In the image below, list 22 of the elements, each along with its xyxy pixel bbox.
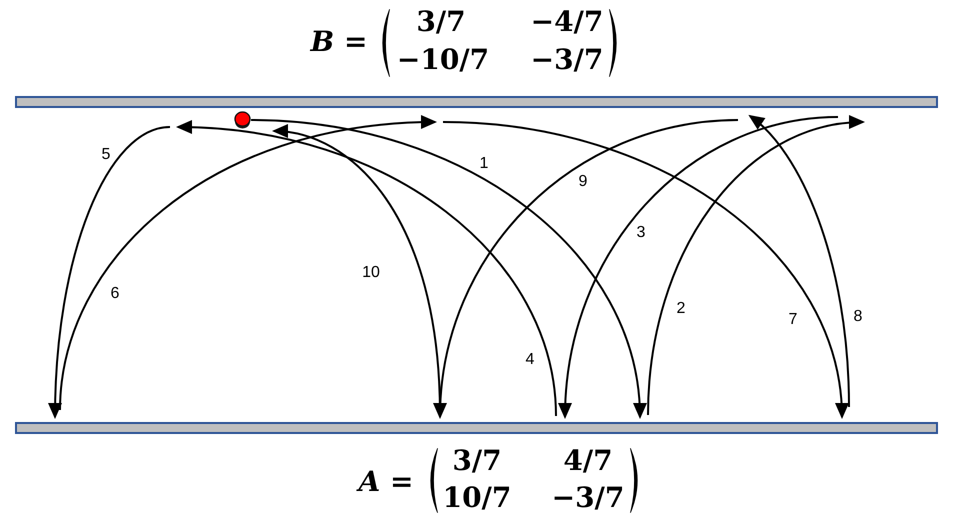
curved-arrow: [647, 116, 865, 416]
matrix-entry: −4/7: [530, 8, 604, 36]
dot-marker: [234, 111, 251, 129]
curved-arrow: [48, 126, 170, 419]
matrix-symbol: A =: [358, 468, 414, 496]
matrix-entry: −3/7: [552, 484, 624, 512]
curved-arrow: [176, 120, 557, 416]
matrix-entry: 3/7: [416, 8, 466, 36]
horizontal-bar: [15, 422, 938, 434]
curved-arrow: [434, 119, 738, 419]
matrix-symbol: B =: [310, 28, 368, 56]
curved-arrow: [442, 121, 848, 419]
matrix-entry: 4/7: [563, 447, 613, 475]
matrix-entry: −10/7: [396, 46, 490, 74]
curved-arrow: [250, 119, 646, 419]
curved-arrow: [558, 116, 838, 419]
curved-arrow: [748, 114, 850, 408]
matrix-entry: 10/7: [442, 484, 512, 512]
horizontal-bar: [15, 96, 938, 108]
curved-arrow: [59, 116, 437, 410]
matrix-entry: −3/7: [530, 46, 604, 74]
matrix-entry: 3/7: [452, 447, 502, 475]
